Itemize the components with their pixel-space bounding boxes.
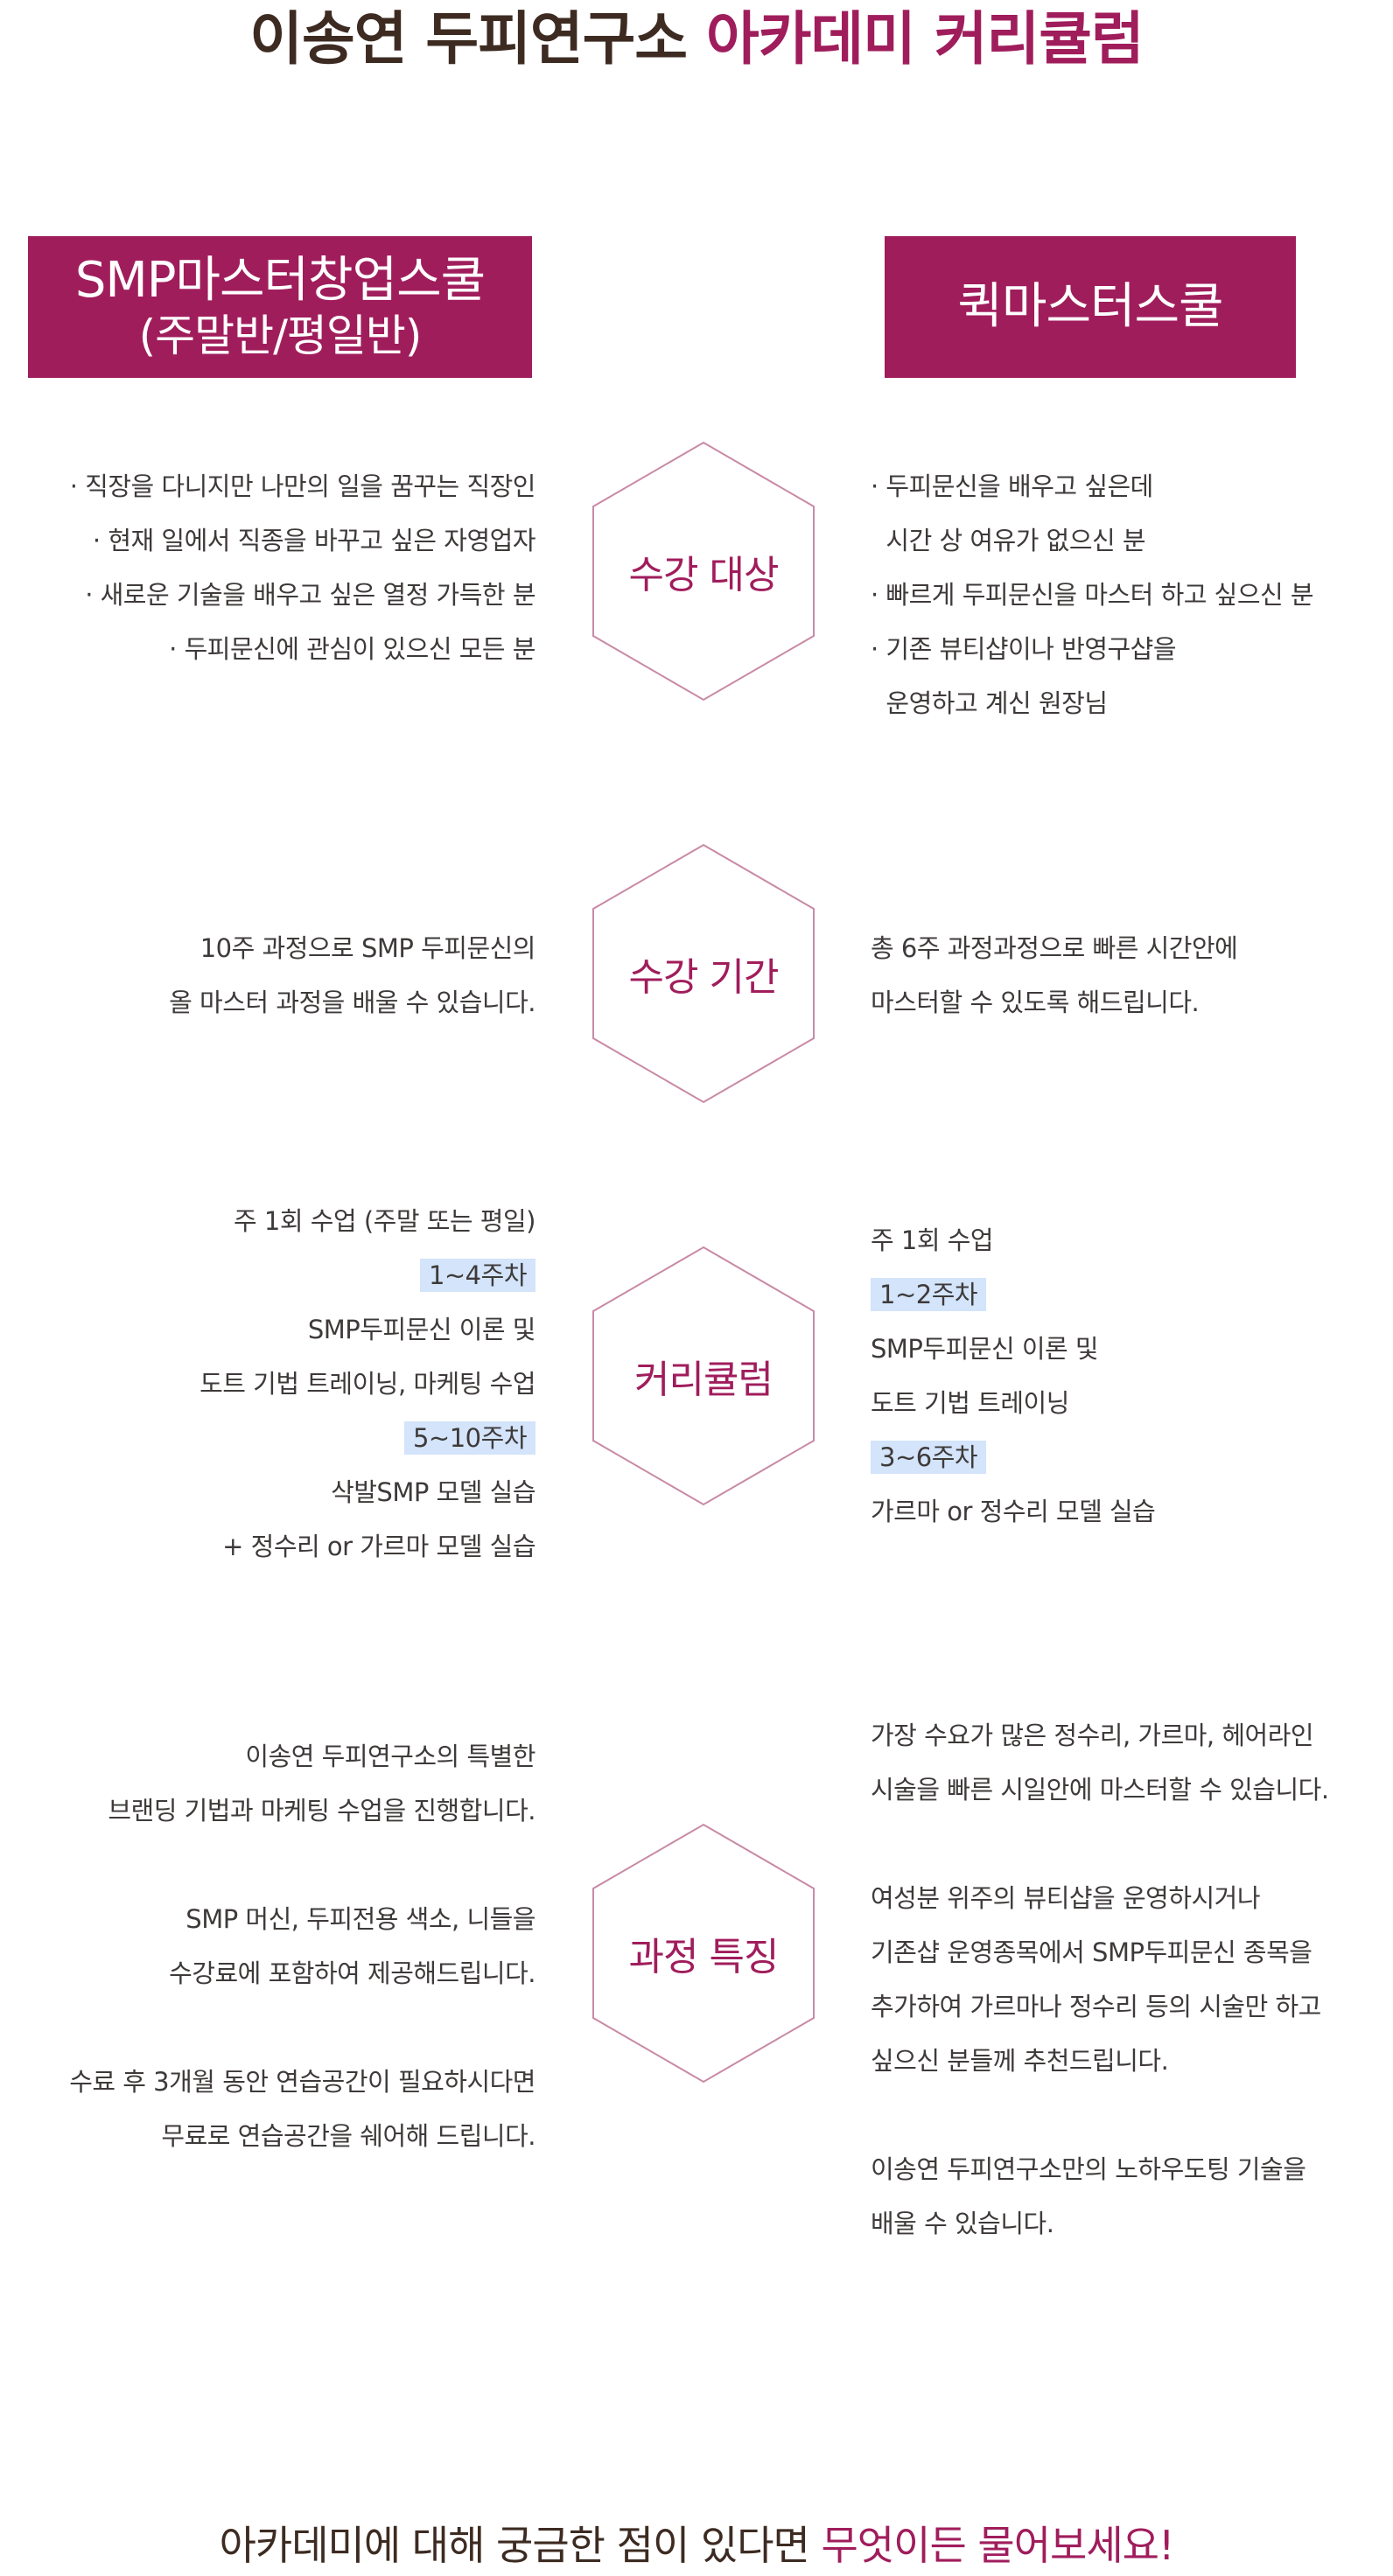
hexagon-period: 수강 기간 [590, 842, 817, 1105]
title-main: 이송연 두피연구소 [249, 5, 706, 73]
target-left-line: · 현재 일에서 직종을 바꾸고 싶은 자영업자 [92, 526, 536, 555]
hexagon-outline-icon [592, 1246, 815, 1506]
curriculum-right-line: 도트 기법 트레이닝 [871, 1388, 1069, 1418]
features-right-line: 여성분 위주의 뷰티샵을 운영하시거나 [871, 1883, 1261, 1913]
hexagon-outline-icon [592, 441, 815, 702]
hexagon-outline-icon [592, 1823, 815, 2084]
features-left-text: 이송연 두피연구소의 특별한 브랜딩 기법과 마케팅 수업을 진행합니다. SM… [69, 1729, 536, 2163]
period-right-text: 총 6주 과정과정으로 빠른 시간안에 마스터할 수 있도록 해드립니다. [871, 921, 1238, 1030]
target-right-line: 시간 상 여유가 없으신 분 [871, 526, 1146, 555]
curriculum-left-line: + 정수리 or 가르마 모델 실습 [222, 1532, 536, 1561]
target-right-line: 운영하고 계신 원장님 [871, 688, 1108, 718]
period-left-line: 올 마스터 과정을 배울 수 있습니다. [169, 988, 536, 1017]
period-left-line: 10주 과정으로 SMP 두피문신의 [200, 933, 536, 963]
target-right-line: · 두피문신을 배우고 싶은데 [871, 471, 1153, 501]
curriculum-left-line: 주 1회 수업 (주말 또는 평일) [234, 1206, 536, 1236]
footer-text-accent: 무엇이든 물어보세요! [821, 2522, 1174, 2569]
features-right-line: 시술을 빠른 시일안에 마스터할 수 있습니다. [871, 1775, 1329, 1805]
week-badge-1-2: 1~2주차 [871, 1278, 987, 1311]
program-sub-smp-master: (주말반/평일반) [138, 311, 423, 361]
period-right-line: 총 6주 과정과정으로 빠른 시간안에 [871, 933, 1238, 963]
features-right-line: 싶으신 분들께 추천드립니다. [871, 2046, 1169, 2076]
curriculum-left-line: SMP두피문신 이론 및 [307, 1315, 536, 1344]
curriculum-right-text: 주 1회 수업 1~2주차 SMP두피문신 이론 및 도트 기법 트레이닝 3~… [871, 1213, 1156, 1539]
curriculum-left-line: 도트 기법 트레이닝, 마케팅 수업 [200, 1369, 536, 1399]
features-right-line: 가장 수요가 많은 정수리, 가르마, 헤어라인 [871, 1721, 1314, 1750]
section-label-features: 과정 특징 [628, 1935, 780, 1979]
target-left-text: · 직장을 다니지만 나만의 일을 꿈꾸는 직장인 · 현재 일에서 직종을 바… [70, 459, 536, 676]
hexagon-curriculum: 커리큘럼 [590, 1245, 817, 1507]
features-left-line: 수강료에 포함하여 제공해드립니다. [169, 1958, 536, 1988]
footer-text-main: 아카데미에 대해 궁금한 점이 있다면 [219, 2522, 822, 2569]
page-title: 이송연 두피연구소 아카데미 커리큘럼 [0, 0, 1393, 79]
curriculum-right-line: 가르마 or 정수리 모델 실습 [871, 1497, 1156, 1526]
hexagon-outline-icon [592, 843, 815, 1104]
features-right-line: 기존샵 운영종목에서 SMP두피문신 종목을 [871, 1937, 1312, 1967]
title-accent: 아카데미 커리큘럼 [705, 5, 1144, 73]
features-left-line: 무료로 연습공간을 쉐어해 드립니다. [161, 2121, 536, 2151]
features-left-line: 브랜딩 기법과 마케팅 수업을 진행합니다. [108, 1796, 536, 1826]
target-left-line: · 직장을 다니지만 나만의 일을 꿈꾸는 직장인 [69, 471, 536, 501]
section-label-target: 수강 대상 [628, 553, 780, 597]
target-left-line: · 두피문신에 관심이 있으신 모든 분 [169, 634, 536, 664]
program-name-smp-master: SMP마스터창업스쿨 [74, 252, 486, 309]
target-right-line: · 빠르게 두피문신을 마스터 하고 싶으신 분 [871, 580, 1314, 610]
hexagon-features: 과정 특징 [590, 1822, 817, 2084]
footer-cta: 아카데미에 대해 궁금한 점이 있다면 무엇이든 물어보세요! [0, 2519, 1393, 2572]
features-left-line: SMP 머신, 두피전용 색소, 니들을 [186, 1904, 536, 1934]
target-right-line: · 기존 뷰티샵이나 반영구샵을 [871, 634, 1177, 664]
section-label-period: 수강 기간 [628, 955, 780, 1000]
features-right-line: 추가하여 가르마나 정수리 등의 시술만 하고 [871, 1992, 1321, 2021]
program-box-quick-master: 퀵마스터스쿨 [885, 236, 1296, 378]
features-right-line: 배울 수 있습니다. [871, 2209, 1054, 2238]
program-box-smp-master: SMP마스터창업스쿨 (주말반/평일반) [28, 236, 532, 378]
features-left-line: 이송연 두피연구소의 특별한 [245, 1742, 536, 1771]
section-label-curriculum: 커리큘럼 [634, 1358, 774, 1402]
curriculum-right-line: 주 1회 수업 [871, 1225, 994, 1255]
features-left-line: 수료 후 3개월 동안 연습공간이 필요하시다면 [69, 2067, 536, 2097]
curriculum-left-line: 삭발SMP 모델 실습 [331, 1477, 536, 1507]
curriculum-left-text: 주 1회 수업 (주말 또는 평일) 1~4주차 SMP두피문신 이론 및 도트… [200, 1194, 536, 1574]
week-badge-3-6: 3~6주차 [871, 1441, 987, 1474]
hexagon-target: 수강 대상 [590, 440, 817, 702]
target-right-text: · 두피문신을 배우고 싶은데 시간 상 여유가 없으신 분 · 빠르게 두피문… [871, 459, 1314, 730]
period-right-line: 마스터할 수 있도록 해드립니다. [871, 988, 1200, 1017]
week-badge-5-10: 5~10주차 [403, 1421, 536, 1455]
target-left-line: · 새로운 기술을 배우고 싶은 열정 가득한 분 [85, 580, 536, 610]
curriculum-right-line: SMP두피문신 이론 및 [871, 1334, 1099, 1364]
period-left-text: 10주 과정으로 SMP 두피문신의 올 마스터 과정을 배울 수 있습니다. [169, 921, 536, 1030]
features-right-text: 가장 수요가 많은 정수리, 가르마, 헤어라인 시술을 빠른 시일안에 마스터… [871, 1708, 1329, 2251]
features-right-line: 이송연 두피연구소만의 노하우도팅 기술을 [871, 2154, 1306, 2184]
program-name-quick-master: 퀵마스터스쿨 [957, 278, 1223, 335]
week-badge-1-4: 1~4주차 [419, 1259, 536, 1292]
